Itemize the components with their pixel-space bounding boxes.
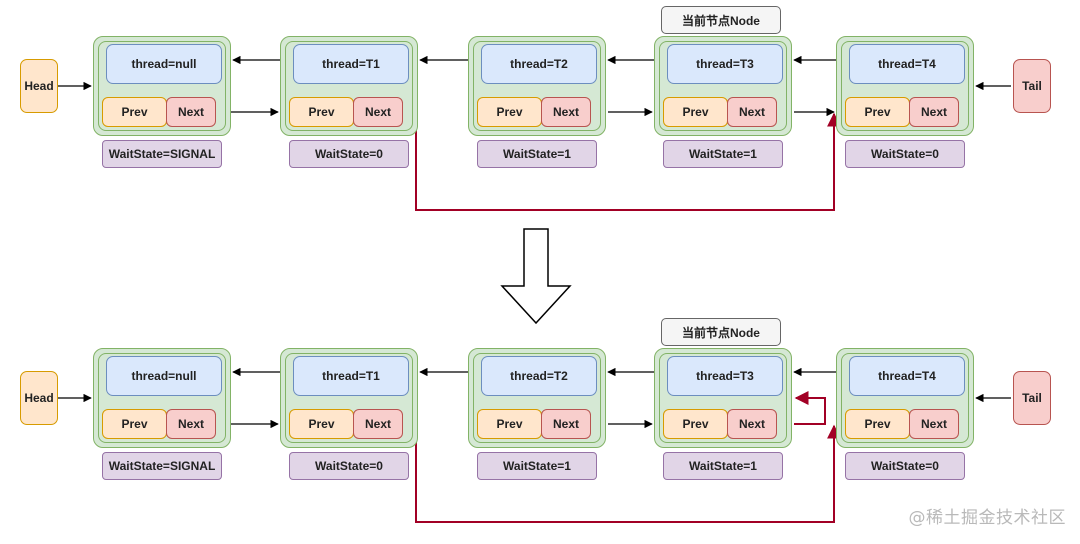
next-pointer: Next <box>909 409 959 439</box>
wait-state-label: WaitState=0 <box>845 140 965 168</box>
thread-field: thread=T4 <box>849 44 965 84</box>
thread-field: thread=T1 <box>293 44 409 84</box>
prev-pointer: Prev <box>845 97 910 127</box>
thread-field: thread=T4 <box>849 356 965 396</box>
prev-pointer: Prev <box>289 97 354 127</box>
queue-node-inner <box>285 41 413 131</box>
wait-state-label: WaitState=0 <box>289 452 409 480</box>
thread-field: thread=T2 <box>481 356 597 396</box>
thread-field: thread=T2 <box>481 44 597 84</box>
next-pointer: Next <box>166 97 216 127</box>
head-node: Head <box>20 371 58 425</box>
queue-node-inner <box>659 41 787 131</box>
tail-node: Tail <box>1013 371 1051 425</box>
current-node-label: 当前节点Node <box>661 318 781 346</box>
queue-node-inner <box>98 41 226 131</box>
skip-prev-link <box>415 112 841 211</box>
prev-pointer: Prev <box>663 97 728 127</box>
wait-state-label: WaitState=1 <box>663 452 783 480</box>
queue-node-inner <box>473 41 601 131</box>
next-pointer: Next <box>353 409 403 439</box>
wait-state-label: WaitState=1 <box>477 140 597 168</box>
thread-field: thread=T1 <box>293 356 409 396</box>
prev-pointer: Prev <box>477 409 542 439</box>
queue-node-inner <box>285 353 413 443</box>
head-node: Head <box>20 59 58 113</box>
next-pointer: Next <box>727 97 777 127</box>
tail-node: Tail <box>1013 59 1051 113</box>
thread-field: thread=T3 <box>667 356 783 396</box>
next-pointer: Next <box>541 97 591 127</box>
wait-state-label: WaitState=0 <box>845 452 965 480</box>
wait-state-label: WaitState=SIGNAL <box>102 140 222 168</box>
self-next-link <box>794 391 826 425</box>
prev-pointer: Prev <box>102 409 167 439</box>
wait-state-label: WaitState=1 <box>477 452 597 480</box>
wait-state-label: WaitState=0 <box>289 140 409 168</box>
prev-pointer: Prev <box>102 97 167 127</box>
current-node-label: 当前节点Node <box>661 6 781 34</box>
next-pointer: Next <box>166 409 216 439</box>
watermark: @稀土掘金技术社区 <box>908 508 1066 528</box>
next-pointer: Next <box>541 409 591 439</box>
thread-field: thread=T3 <box>667 44 783 84</box>
thread-field: thread=null <box>106 356 222 396</box>
transition-arrow <box>500 228 572 325</box>
wait-state-label: WaitState=SIGNAL <box>102 452 222 480</box>
prev-pointer: Prev <box>477 97 542 127</box>
prev-pointer: Prev <box>289 409 354 439</box>
prev-pointer: Prev <box>845 409 910 439</box>
queue-node-inner <box>841 353 969 443</box>
next-pointer: Next <box>353 97 403 127</box>
next-pointer: Next <box>727 409 777 439</box>
prev-pointer: Prev <box>663 409 728 439</box>
thread-field: thread=null <box>106 44 222 84</box>
queue-node-inner <box>473 353 601 443</box>
queue-node-inner <box>98 353 226 443</box>
skip-prev-link <box>415 424 841 523</box>
wait-state-label: WaitState=1 <box>663 140 783 168</box>
next-pointer: Next <box>909 97 959 127</box>
queue-node-inner <box>659 353 787 443</box>
queue-node-inner <box>841 41 969 131</box>
